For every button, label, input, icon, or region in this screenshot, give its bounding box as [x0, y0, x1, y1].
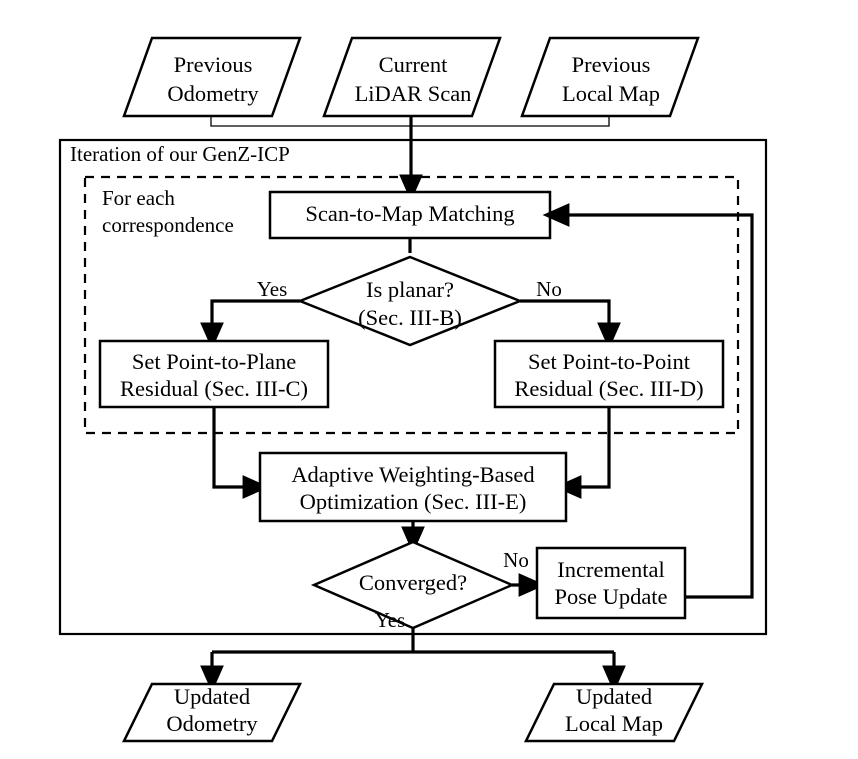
node-converged-decision: Converged? [310, 540, 516, 630]
edge-point-to-point-to-optimization [554, 407, 611, 499]
output-updated-odometry-line2: Odometry [166, 711, 258, 736]
input-current-lidar-scan: Current LiDAR Scan [322, 36, 502, 118]
input-current-lidar-scan-line1: Current [379, 52, 448, 77]
output-updated-odometry: Updated Odometry [121, 682, 303, 743]
group-inner-correspondence: For each correspondence [83, 175, 740, 435]
node-is-planar-line2: (Sec. III-B) [358, 305, 462, 330]
input-previous-local-map-line2: Local Map [562, 81, 660, 106]
edge-label-converged-yes: Yes [375, 608, 406, 632]
node-point-to-plane-line2: Residual (Sec. III-C) [120, 376, 308, 401]
edge-label-planar-yes: Yes [257, 277, 288, 301]
output-updated-local-map-line2: Local Map [565, 711, 663, 736]
node-point-to-point-line2: Residual (Sec. III-D) [514, 376, 703, 401]
input-previous-odometry-line1: Previous [174, 52, 253, 77]
node-is-planar-decision: Is planar? (Sec. III-B) [296, 255, 524, 347]
edge-converged-no: No [503, 548, 546, 597]
node-pose-update-line1: Incremental [557, 557, 664, 582]
node-point-to-point-residual: Set Point-to-Point Residual (Sec. III-D) [493, 339, 725, 409]
group-outer-label: Iteration of our GenZ-ICP [70, 142, 290, 166]
input-previous-local-map: Previous Local Map [520, 36, 700, 118]
node-scan-to-map-matching-label: Scan-to-Map Matching [305, 201, 514, 226]
group-inner-label-line2: correspondence [102, 213, 234, 237]
output-updated-local-map-line1: Updated [576, 684, 652, 709]
node-is-planar-line1: Is planar? [366, 277, 454, 302]
edge-planar-no: No [520, 277, 621, 350]
edge-feedback-pose-update-to-scan-to-map [542, 203, 754, 599]
input-previous-local-map-line1: Previous [572, 52, 651, 77]
input-previous-odometry: Previous Odometry [122, 36, 302, 118]
node-pose-update-line2: Pose Update [554, 584, 667, 609]
edge-planar-yes: Yes [200, 277, 300, 350]
output-updated-local-map: Updated Local Map [523, 682, 705, 743]
edge-label-planar-no: No [536, 277, 562, 301]
edge-converged-yes: Yes [200, 608, 626, 693]
node-scan-to-map-matching: Scan-to-Map Matching [268, 190, 552, 240]
node-optimization-line2: Optimization (Sec. III-E) [300, 489, 527, 514]
node-adaptive-weighting-optimization: Adaptive Weighting-Based Optimization (S… [258, 451, 568, 523]
output-updated-odometry-line1: Updated [174, 684, 250, 709]
node-optimization-line1: Adaptive Weighting-Based [291, 462, 534, 487]
edge-label-converged-no: No [503, 548, 529, 572]
group-inner-label-line1: For each [102, 186, 175, 210]
node-point-to-plane-residual: Set Point-to-Plane Residual (Sec. III-C) [98, 339, 330, 409]
node-incremental-pose-update: Incremental Pose Update [535, 546, 687, 620]
node-point-to-point-line1: Set Point-to-Point [528, 349, 691, 374]
node-converged-label: Converged? [359, 570, 467, 595]
input-current-lidar-scan-line2: LiDAR Scan [355, 81, 472, 106]
input-previous-odometry-line2: Odometry [167, 81, 259, 106]
node-point-to-plane-line1: Set Point-to-Plane [132, 349, 296, 374]
edge-point-to-plane-to-optimization [212, 407, 270, 499]
